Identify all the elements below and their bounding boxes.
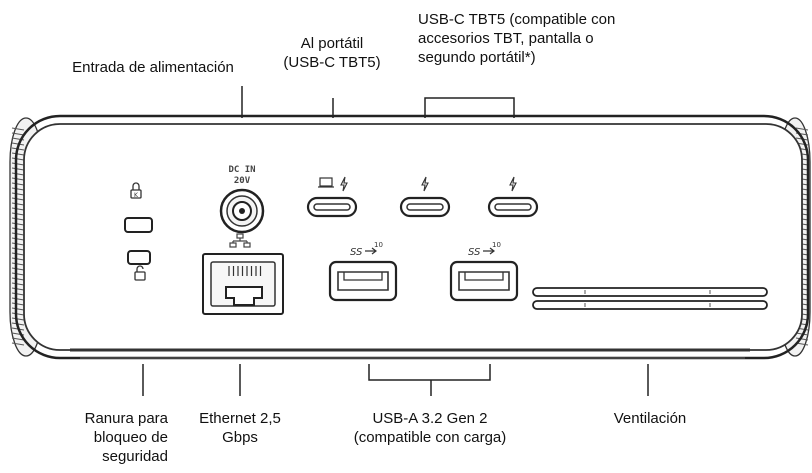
security-slot[interactable] — [124, 217, 153, 233]
svg-text:K: K — [134, 192, 139, 199]
rib-line — [11, 287, 25, 291]
rib-line — [795, 127, 809, 131]
rib-line — [11, 162, 25, 166]
rib-line — [11, 232, 25, 236]
rib-line — [11, 192, 25, 196]
label-ethernet: Ethernet 2,5 Gbps — [199, 410, 281, 446]
leader-lines — [142, 86, 649, 396]
thunderbolt-icon — [421, 176, 429, 192]
label-security-slot: Ranura para bloqueo de seguridad — [84, 410, 168, 465]
rib-line — [11, 267, 25, 271]
usb-speed-badge: 10 — [374, 241, 383, 249]
rib-line — [11, 337, 25, 341]
rib-line — [11, 237, 25, 241]
rib-line — [11, 217, 25, 221]
superspeed-usb-icon: SS 10 — [350, 241, 383, 258]
laptop-icon — [318, 177, 334, 188]
rib-line — [11, 282, 25, 286]
rib-line — [11, 292, 25, 296]
rib-line — [11, 212, 25, 216]
rib-line — [11, 172, 25, 176]
label-to-laptop: Al portátil (USB-C TBT5) — [283, 35, 381, 71]
rib-line — [11, 342, 25, 346]
ventilation-grille — [532, 287, 768, 310]
rib-line — [11, 167, 25, 171]
label-ventilation: Ventilación — [613, 410, 687, 427]
usb-a-port-1[interactable] — [328, 260, 398, 302]
rib-line — [11, 317, 25, 321]
security-slot-lower — [127, 250, 151, 265]
rib-line — [11, 132, 25, 136]
svg-text:SS: SS — [350, 247, 363, 258]
rib-line — [11, 242, 25, 246]
rib-line — [11, 202, 25, 206]
rib-line — [11, 252, 25, 256]
rib-line — [11, 257, 25, 261]
dc-in-port[interactable] — [219, 188, 265, 234]
usb-c-tbt5-port-1[interactable] — [399, 196, 451, 218]
ethernet-port[interactable] — [202, 253, 284, 315]
thunderbolt-icon — [509, 176, 517, 192]
rib-line — [11, 127, 25, 131]
label-tbt5-ports: USB-C TBT5 (compatible con accesorios TB… — [418, 11, 616, 66]
superspeed-usb-icon: SS 10 — [468, 241, 501, 258]
lock-icon: K — [130, 182, 142, 199]
rib-line — [11, 312, 25, 316]
usb-a-port-2[interactable] — [449, 260, 519, 302]
label-usb-a: USB-A 3.2 Gen 2 (compatible con carga) — [353, 410, 507, 446]
rib-line — [11, 247, 25, 251]
rib-line — [11, 152, 25, 156]
rib-line — [11, 197, 25, 201]
rib-line — [11, 302, 25, 306]
rib-line — [11, 187, 25, 191]
usb-c-laptop-port[interactable] — [306, 196, 358, 218]
label-power-in: Entrada de alimentación — [72, 59, 234, 76]
rib-line — [11, 307, 25, 311]
rib-line — [11, 207, 25, 211]
svg-text:SS: SS — [468, 247, 481, 258]
thunderbolt-icon — [340, 176, 348, 192]
rib-line — [11, 297, 25, 301]
dc-in-marking: DC IN — [228, 165, 255, 175]
unlock-icon — [134, 265, 146, 281]
rib-line — [11, 157, 25, 161]
rib-line — [11, 277, 25, 281]
rib-line — [11, 182, 25, 186]
rib-line — [11, 177, 25, 181]
rib-line — [11, 262, 25, 266]
rib-line — [795, 337, 809, 341]
dc-in-voltage: 20V — [234, 176, 251, 186]
dock-body-inner — [23, 123, 803, 351]
usb-speed-badge: 10 — [492, 241, 501, 249]
usb-c-tbt5-port-2[interactable] — [487, 196, 539, 218]
rib-line — [11, 222, 25, 226]
rib-line — [11, 227, 25, 231]
ethernet-icon — [229, 233, 251, 248]
rib-line — [11, 272, 25, 276]
